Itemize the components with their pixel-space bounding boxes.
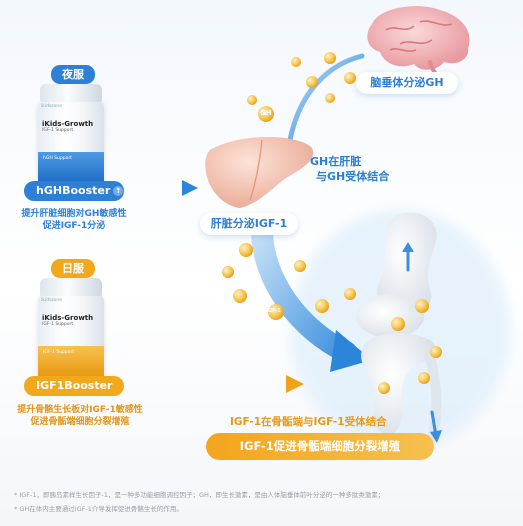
liver-label: 肝脏分泌IGF-1: [200, 213, 298, 235]
gh-binding-label: GH在肝脏 与GH受体结合: [310, 155, 390, 183]
night-description: 提升肝脏细胞对GH敏感性 促进IGF-1分泌: [21, 209, 127, 231]
brain-icon: [367, 6, 470, 80]
footnote-line-1: * IGF-1，即胰岛素样生长因子-1，是一种多功能细胞调控因子；GH，即生长激…: [14, 491, 385, 499]
night-product-button[interactable]: hGHBooster↑: [24, 181, 124, 201]
knee-bones-icon: [356, 212, 442, 443]
day-product-button[interactable]: IGF1Booster↑: [24, 376, 124, 411]
gh-particles: [247, 52, 356, 122]
day-description: 提升骨骼生长板对IGF-1敏感性 促进骨骺端细胞分裂增殖: [17, 405, 143, 427]
pituitary-label: 脑垂体分泌GH: [356, 72, 458, 94]
day-tag: 日服: [51, 259, 95, 278]
igf-flow-arrowhead: [330, 330, 372, 372]
footnote-line-2: * GH在体内主要通过IGF-1介导发挥促进骨骼生长的作用。: [14, 505, 183, 513]
igf-particles: [222, 243, 442, 394]
liver-icon: [205, 137, 314, 208]
bone-proliferation-pill: IGF-1促进骨骺端细胞分裂增殖: [206, 433, 434, 460]
night-tag: 夜服: [51, 65, 95, 84]
igf-particle-label: IGF-1: [266, 308, 281, 314]
gh-particle-label: GH: [260, 109, 272, 117]
igf-flow-arrow: [251, 219, 357, 363]
bone-binding-label: IGF-1在骨骺端与IGF-1受体结合: [230, 416, 387, 428]
